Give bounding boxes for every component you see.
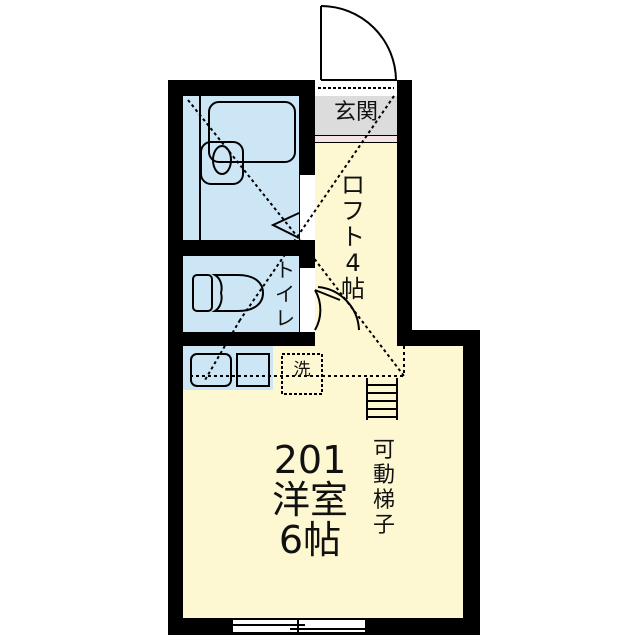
loft-char: 4 [345, 249, 361, 277]
toilet-icon [192, 274, 265, 312]
entrance-floor [315, 96, 397, 135]
ladder-label: 可 動 梯 子 [370, 438, 398, 538]
wall-right [463, 330, 480, 635]
wall-step [397, 330, 480, 346]
toilet-door-icon [314, 289, 341, 331]
ladder-char: 可 [372, 438, 395, 463]
loft-label: ロ フ ト 4 帖 [338, 172, 368, 302]
bathroom-floor [183, 96, 299, 240]
wall-bath-toilet [168, 240, 315, 256]
entrance-label: 玄関 [333, 100, 378, 125]
wall-loft-right [397, 80, 412, 346]
loft-outline [187, 95, 405, 381]
loft-char: ロ [341, 171, 365, 199]
ladder-icon[interactable] [366, 378, 398, 420]
washer-label: 洗 [293, 360, 311, 380]
loft-char: フ [341, 197, 365, 225]
wall-top-left [168, 80, 315, 96]
room-size: 6帖 [278, 518, 342, 562]
ladder-char: 梯 [372, 488, 395, 513]
entry-door[interactable] [320, 5, 397, 81]
room-label-block: 201 洋室 6帖 [255, 440, 365, 560]
wall-wet-core [299, 80, 315, 175]
wall-toilet-right [299, 256, 315, 268]
wall-toilet-wash [168, 332, 315, 346]
toilet-char: イ [275, 282, 295, 306]
room-type: 洋室 [271, 478, 348, 522]
toilet-door-opening [299, 268, 315, 332]
wall-left [168, 80, 183, 635]
ladder-char: 動 [372, 463, 395, 488]
loft-char: ト [341, 223, 365, 251]
bath-door-icon [270, 212, 300, 239]
ladder-char: 子 [372, 513, 395, 538]
entrance-strip [315, 135, 397, 143]
toilet-label: ト イ レ [272, 258, 298, 330]
unit-number: 201 [273, 438, 347, 482]
toilet-char: レ [275, 306, 295, 330]
bath-door-opening [299, 175, 315, 240]
loft-char: 帖 [341, 275, 365, 303]
toilet-char: ト [275, 258, 295, 282]
bathtub-icon [199, 96, 296, 240]
sink-icon [190, 353, 270, 387]
washer-space-icon [281, 353, 323, 395]
